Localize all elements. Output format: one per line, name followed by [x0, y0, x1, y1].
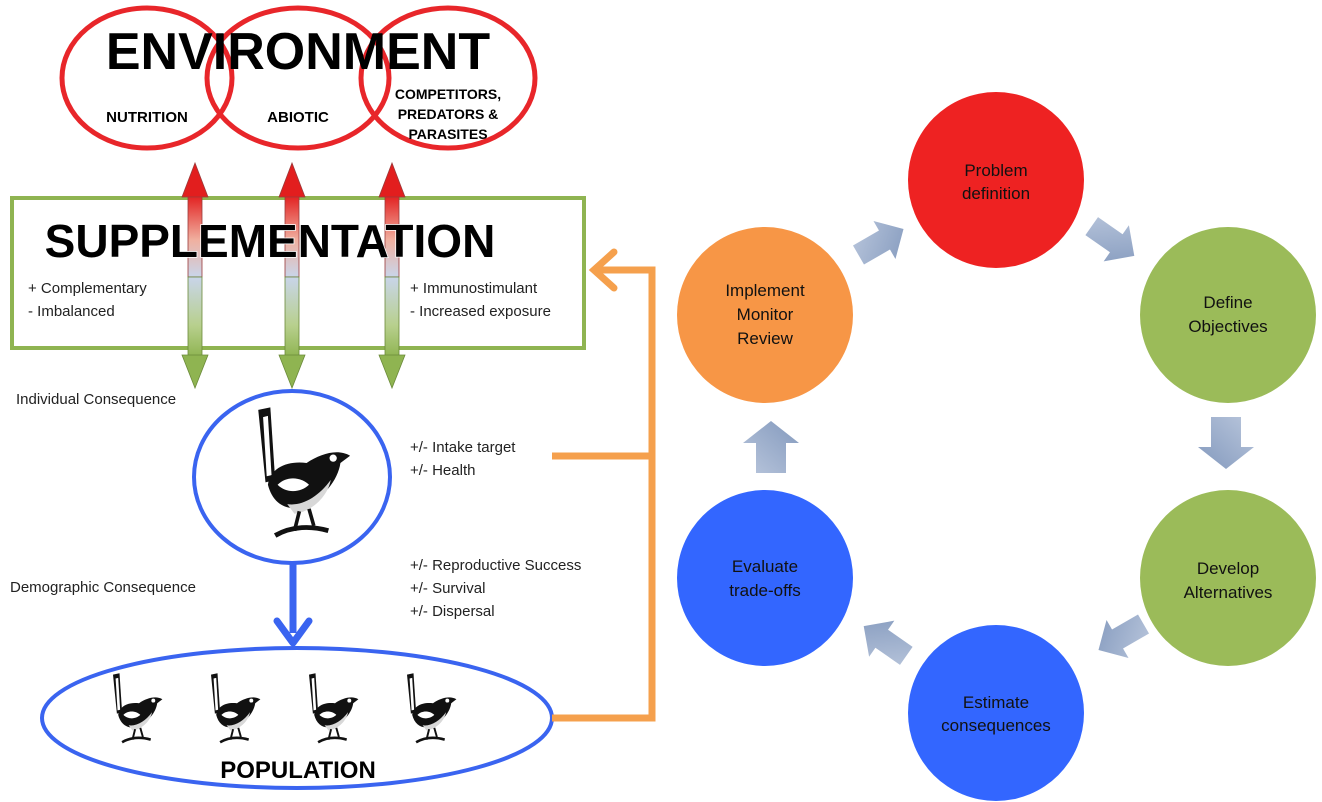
cycle-node-label: definition [962, 184, 1030, 203]
interaction-arrows [181, 161, 406, 390]
cycle-node-circle [908, 92, 1084, 268]
cycle-arrow-problem-to-define [1085, 217, 1135, 262]
demographic-effect-1: +/- Reproductive Success [410, 557, 581, 574]
cycle-node-alternatives: Develop Alternatives [1140, 490, 1316, 666]
feedback-arrows [552, 248, 656, 722]
population-feedback-line [552, 266, 656, 722]
competitors-up-arrow [378, 161, 406, 278]
decision-cycle: Problem definition Define Objectives Dev… [677, 92, 1316, 801]
cycle-node-tradeoffs: Evaluate trade-offs [677, 490, 853, 666]
cycle-node-label: Evaluate [732, 557, 798, 576]
cycle-node-consequences: Estimate consequences [908, 625, 1084, 801]
cycle-node-circle [1140, 490, 1316, 666]
nutrition-down-arrow [181, 276, 209, 390]
cycle-arrow-develop-to-estimate [1098, 614, 1150, 659]
abiotic-down-arrow [278, 276, 306, 390]
cycle-node-problem: Problem definition [908, 92, 1084, 268]
cycle-arrow-evaluate-to-implement [743, 421, 799, 473]
cycle-node-label: consequences [941, 716, 1051, 735]
cycle-arrow-estimate-to-evaluate [863, 620, 913, 665]
environment-abiotic-label: ABIOTIC [267, 109, 329, 126]
environment-nutrition-label: NUTRITION [106, 109, 188, 126]
cycle-node-label: Alternatives [1184, 583, 1273, 602]
supplementation-left-effect-1: + Complementary [28, 280, 147, 297]
cycle-node-objectives: Define Objectives [1140, 227, 1316, 403]
supplementation-right-effect-2: - Increased exposure [410, 303, 551, 320]
supplementation-title: SUPPLEMENTATION [45, 215, 496, 267]
cycle-node-circle [677, 227, 853, 403]
cycle-arrow-define-to-develop [1198, 417, 1254, 469]
environment-competitors-circle [358, 5, 538, 151]
individual-consequence-label: Individual Consequence [16, 391, 176, 408]
population-label: POPULATION [220, 757, 376, 784]
cycle-node-label: Review [737, 329, 793, 348]
cycle-node-label: Monitor [737, 305, 794, 324]
individual-to-population-arrow [273, 562, 313, 647]
supplementation-left-effect-2: - Imbalanced [28, 303, 115, 320]
cycle-connector-arrows [743, 217, 1254, 665]
cycle-node-circle [677, 490, 853, 666]
cycle-arrow-implement-to-problem [852, 220, 904, 265]
demographic-effect-3: +/- Dispersal [410, 603, 495, 620]
cycle-node-label: Implement [725, 281, 805, 300]
cycle-node-label: trade-offs [729, 581, 801, 600]
environment-nutrition-circle [59, 5, 235, 151]
environment-competitors-line3: PARASITES [408, 126, 487, 142]
supplementation-right-effect-1: + Immunostimulant [410, 280, 538, 297]
demographic-consequence-label: Demographic Consequence [10, 579, 196, 596]
environment-group: ENVIRONMENT NUTRITION ABIOTIC COMPETITOR… [59, 5, 538, 151]
cycle-node-circle [908, 625, 1084, 801]
cycle-node-label: Problem [964, 161, 1027, 180]
cycle-node-implement: Implement Monitor Review [677, 227, 853, 403]
cycle-node-circle [1140, 227, 1316, 403]
feedback-arrowhead [588, 248, 618, 292]
cycle-node-label: Define [1203, 293, 1252, 312]
environment-abiotic-circle [204, 5, 392, 151]
competitors-down-arrow [378, 276, 406, 390]
cycle-node-label: Estimate [963, 693, 1029, 712]
abiotic-up-arrow [278, 161, 306, 278]
environment-competitors-line2: PREDATORS & [398, 106, 499, 122]
individual-effect-1: +/- Intake target [410, 439, 516, 456]
cycle-node-label: Develop [1197, 559, 1259, 578]
environment-competitors-line1: COMPETITORS, [395, 86, 501, 102]
demographic-effect-2: +/- Survival [410, 580, 485, 597]
individual-effect-2: +/- Health [410, 462, 475, 479]
environment-title: ENVIRONMENT [106, 23, 490, 81]
cycle-node-label: Objectives [1188, 317, 1267, 336]
